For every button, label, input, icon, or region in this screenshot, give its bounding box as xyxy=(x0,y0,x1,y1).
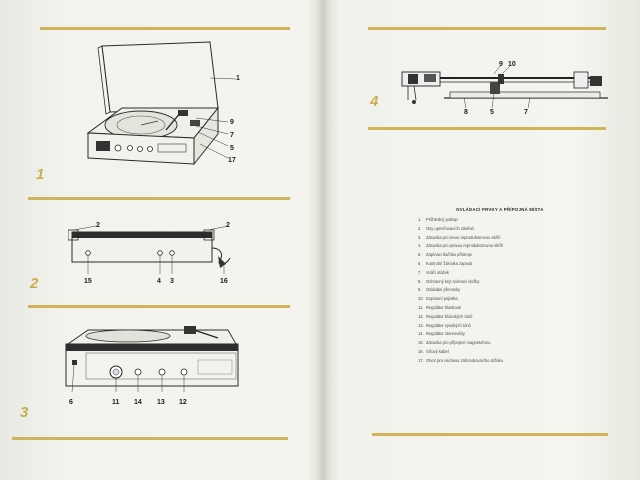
figure-1-record-player xyxy=(86,41,237,166)
legend-item: 4. Zásuvka pro pravou reproduktorovou skř… xyxy=(418,242,618,251)
callout-3: 3 xyxy=(170,278,174,285)
callout-9: 9 xyxy=(230,119,234,126)
legend-item-number: 15. xyxy=(418,340,424,346)
legend-item-number: 14. xyxy=(418,331,424,337)
legend-item: 12.Regulátor hlubokých tónů xyxy=(418,313,618,322)
legend-item-text: Osy upevňovacích závěsů xyxy=(426,225,474,231)
legend-item-text: Regulátor hlasitosti xyxy=(426,304,461,310)
callout-15: 15 xyxy=(84,278,92,285)
gold-rule xyxy=(28,305,290,308)
legend-item-number: 11. xyxy=(418,304,424,310)
callout-2-left: 2 xyxy=(96,222,100,229)
callout-10: 10 xyxy=(508,61,516,68)
callout-5: 5 xyxy=(230,145,234,152)
callout-6: 6 xyxy=(69,399,73,406)
legend-item: 7. Voličí otáček xyxy=(418,269,618,278)
legend-item: 14.Regulátor stereováhy xyxy=(418,330,618,339)
legend-item: 13.Regulátor vysokých tónů xyxy=(418,322,618,331)
callout-14: 14 xyxy=(134,399,142,406)
gold-rule xyxy=(368,127,606,130)
gold-rule xyxy=(372,433,608,436)
legend-item-number: 17. xyxy=(418,357,424,363)
legend-item: 8. Ochranný kryt snímací vložky xyxy=(418,278,618,287)
legend-item-number: 5. xyxy=(418,252,422,258)
legend-item: 1. Průhledný poklop xyxy=(418,216,618,225)
callout-7: 7 xyxy=(230,132,234,139)
callout-5-tonearm: 5 xyxy=(490,109,494,116)
callout-1: 1 xyxy=(236,75,240,82)
figure-number-4: 4 xyxy=(370,93,379,110)
gold-rule xyxy=(12,437,288,440)
controls-legend: OVLÁDACÍ PRVKY A PŘÍPOJNÁ MÍSTA 1. Průhle… xyxy=(418,207,618,366)
figure-number-3: 3 xyxy=(20,404,29,421)
legend-item-text: Regulátor vysokých tónů xyxy=(426,322,471,328)
callout-11: 11 xyxy=(112,399,120,406)
legend-item-text: Průhledný poklop xyxy=(426,217,458,222)
legend-item-text: Ochranný kryt snímací vložky xyxy=(426,278,480,284)
legend-item-text: Voličí otáček xyxy=(426,269,449,275)
page-fold xyxy=(316,0,330,480)
callout-16: 16 xyxy=(220,278,228,285)
legend-item-number: 10. xyxy=(418,296,424,302)
gold-rule xyxy=(40,27,290,30)
legend-item: 10.Dopravní pojistka xyxy=(418,295,618,304)
legend-item-number: 3. xyxy=(418,234,422,240)
callout-13: 13 xyxy=(157,399,165,406)
gold-rule xyxy=(368,27,606,30)
legend-item-text: Kontrolní žárovka zapnutí xyxy=(426,260,473,266)
legend-item-number: 8. xyxy=(418,278,422,284)
legend-item: 16.Síťový kabel xyxy=(418,348,618,357)
legend-item: 2. Osy upevňovacích závěsů xyxy=(418,225,618,234)
callout-17: 17 xyxy=(228,157,236,164)
legend-item-number: 6. xyxy=(418,260,422,266)
legend-item-number: 12. xyxy=(418,313,424,319)
legend-item-text: Zásuvka pro připojení magnetofonu xyxy=(426,340,491,346)
legend-item: 15.Zásuvka pro připojení magnetofonu xyxy=(418,339,618,348)
legend-item-number: 2. xyxy=(418,225,422,231)
legend-item-number: 1. xyxy=(418,217,422,222)
legend-item: 9. Ovládání přenosky xyxy=(418,286,618,295)
gold-rule xyxy=(28,197,290,200)
legend-item: 5. Zapínací tlačítko přístroje xyxy=(418,251,618,260)
figure-number-1: 1 xyxy=(36,166,45,183)
legend-item-text: Síťový kabel xyxy=(426,348,449,354)
legend-item: 17.Otvor pro úschovu zašroubovacího držá… xyxy=(418,357,618,366)
callout-9-tonearm: 9 xyxy=(499,61,503,68)
legend-item-number: 7. xyxy=(418,269,422,275)
callout-7-tonearm: 7 xyxy=(524,109,528,116)
callout-12: 12 xyxy=(179,399,187,406)
figure-2-rear-view xyxy=(68,225,231,274)
legend-item-number: 9. xyxy=(418,287,422,293)
legend-item-text: Dopravní pojistka xyxy=(426,296,458,302)
legend-item-text: Ovládání přenosky xyxy=(426,287,461,293)
legend-item: 6. Kontrolní žárovka zapnutí xyxy=(418,260,618,269)
legend-item-text: Regulátor stereováhy xyxy=(426,331,465,337)
legend-item-text: Zásuvka pro levou reproduktorovou skříň xyxy=(426,234,501,240)
legend-item-text: Zapínací tlačítko přístroje xyxy=(426,252,472,258)
callout-8: 8 xyxy=(464,109,468,116)
legend-item-text: Regulátor hlubokých tónů xyxy=(426,313,473,319)
legend-item: 3. Zásuvka pro levou reproduktorovou skří… xyxy=(418,234,618,243)
legend-item: 11.Regulátor hlasitosti xyxy=(418,304,618,313)
legend-item-number: 16. xyxy=(418,348,424,354)
legend-title: OVLÁDACÍ PRVKY A PŘÍPOJNÁ MÍSTA xyxy=(456,207,544,212)
legend-item-number: 4. xyxy=(418,243,422,249)
figure-4-tonearm-detail xyxy=(401,65,608,109)
legend-item-number: 13. xyxy=(418,322,424,328)
figure-3-front-view xyxy=(65,326,239,393)
legend-list: 1. Průhledný poklop 2. Osy upevňovacích zá… xyxy=(418,216,618,366)
callout-2-right: 2 xyxy=(226,222,230,229)
figure-number-2: 2 xyxy=(30,275,39,292)
legend-item-text: Otvor pro úschovu zašroubovacího držáku xyxy=(426,357,503,363)
callout-4: 4 xyxy=(157,278,161,285)
legend-item-text: Zásuvka pro pravou reproduktorovou skříň xyxy=(426,243,504,249)
